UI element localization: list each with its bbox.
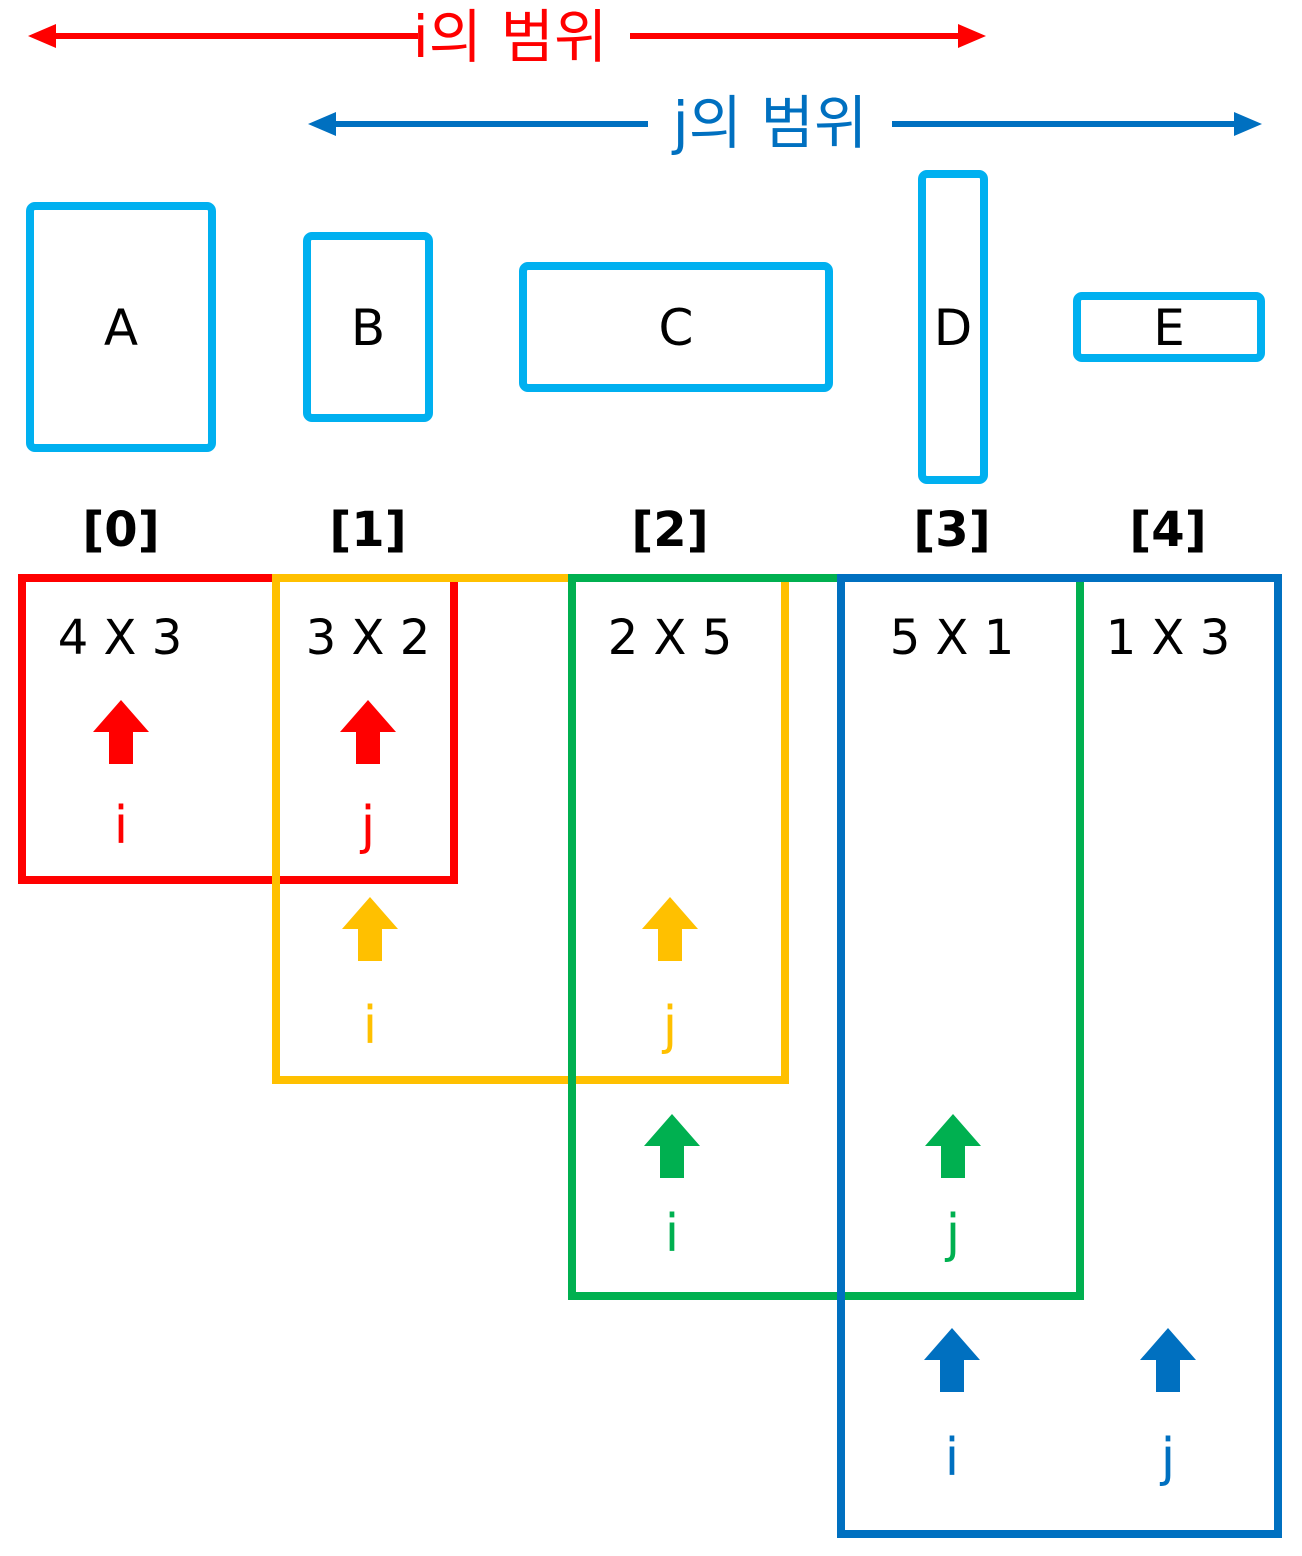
pointer-label-i: i bbox=[362, 996, 378, 1056]
matrix-box-b bbox=[303, 232, 433, 422]
up-arrow-icon bbox=[640, 897, 700, 961]
dims-label-2: 2 X 5 bbox=[607, 610, 733, 666]
matrix-box-d bbox=[918, 170, 988, 484]
pointer-label-j: j bbox=[360, 796, 376, 856]
up-arrow-icon bbox=[340, 897, 400, 961]
matrix-letter-d: D bbox=[933, 299, 973, 357]
index-label-4: [4] bbox=[1129, 502, 1207, 558]
pointer-label-i: i bbox=[944, 1428, 960, 1488]
pointer-label-j: j bbox=[945, 1204, 961, 1264]
group-box-green bbox=[568, 574, 1084, 1300]
matrix-box-c bbox=[519, 262, 833, 392]
up-arrow-icon bbox=[338, 700, 398, 764]
matrix-box-e bbox=[1073, 292, 1265, 362]
dims-label-4: 1 X 3 bbox=[1105, 610, 1231, 666]
pointer-label-i: i bbox=[113, 796, 129, 856]
j-range-arrow-left bbox=[308, 112, 648, 136]
pointer-label-j: j bbox=[662, 996, 678, 1056]
dims-label-3: 5 X 1 bbox=[889, 610, 1015, 666]
j-range-label: j의 범위 bbox=[672, 89, 868, 157]
i-range-label: i의 범위 bbox=[412, 3, 608, 71]
group-box-red bbox=[18, 574, 458, 884]
pointer-label-j: j bbox=[1160, 1428, 1176, 1488]
dims-label-1: 3 X 2 bbox=[305, 610, 431, 666]
group-box-yellow bbox=[272, 574, 789, 1084]
i-range-arrow-left bbox=[28, 24, 418, 48]
up-arrow-icon bbox=[1138, 1328, 1198, 1392]
up-arrow-icon bbox=[642, 1114, 702, 1178]
j-range-arrow-right bbox=[892, 112, 1262, 136]
up-arrow-icon bbox=[922, 1328, 982, 1392]
group-box-blue bbox=[837, 574, 1282, 1538]
matrix-letter-a: A bbox=[103, 299, 139, 357]
up-arrow-icon bbox=[91, 700, 151, 764]
matrix-box-a bbox=[26, 202, 216, 452]
index-label-0: [0] bbox=[82, 502, 160, 558]
dims-label-0: 4 X 3 bbox=[57, 610, 183, 666]
index-label-1: [1] bbox=[329, 502, 407, 558]
matrix-letter-c: C bbox=[658, 299, 694, 357]
index-label-3: [3] bbox=[913, 502, 991, 558]
pointer-label-i: i bbox=[664, 1204, 680, 1264]
matrix-letter-e: E bbox=[1153, 299, 1185, 357]
up-arrow-icon bbox=[923, 1114, 983, 1178]
index-label-2: [2] bbox=[631, 502, 709, 558]
matrix-letter-b: B bbox=[350, 299, 386, 357]
i-range-arrow-right bbox=[630, 24, 986, 48]
